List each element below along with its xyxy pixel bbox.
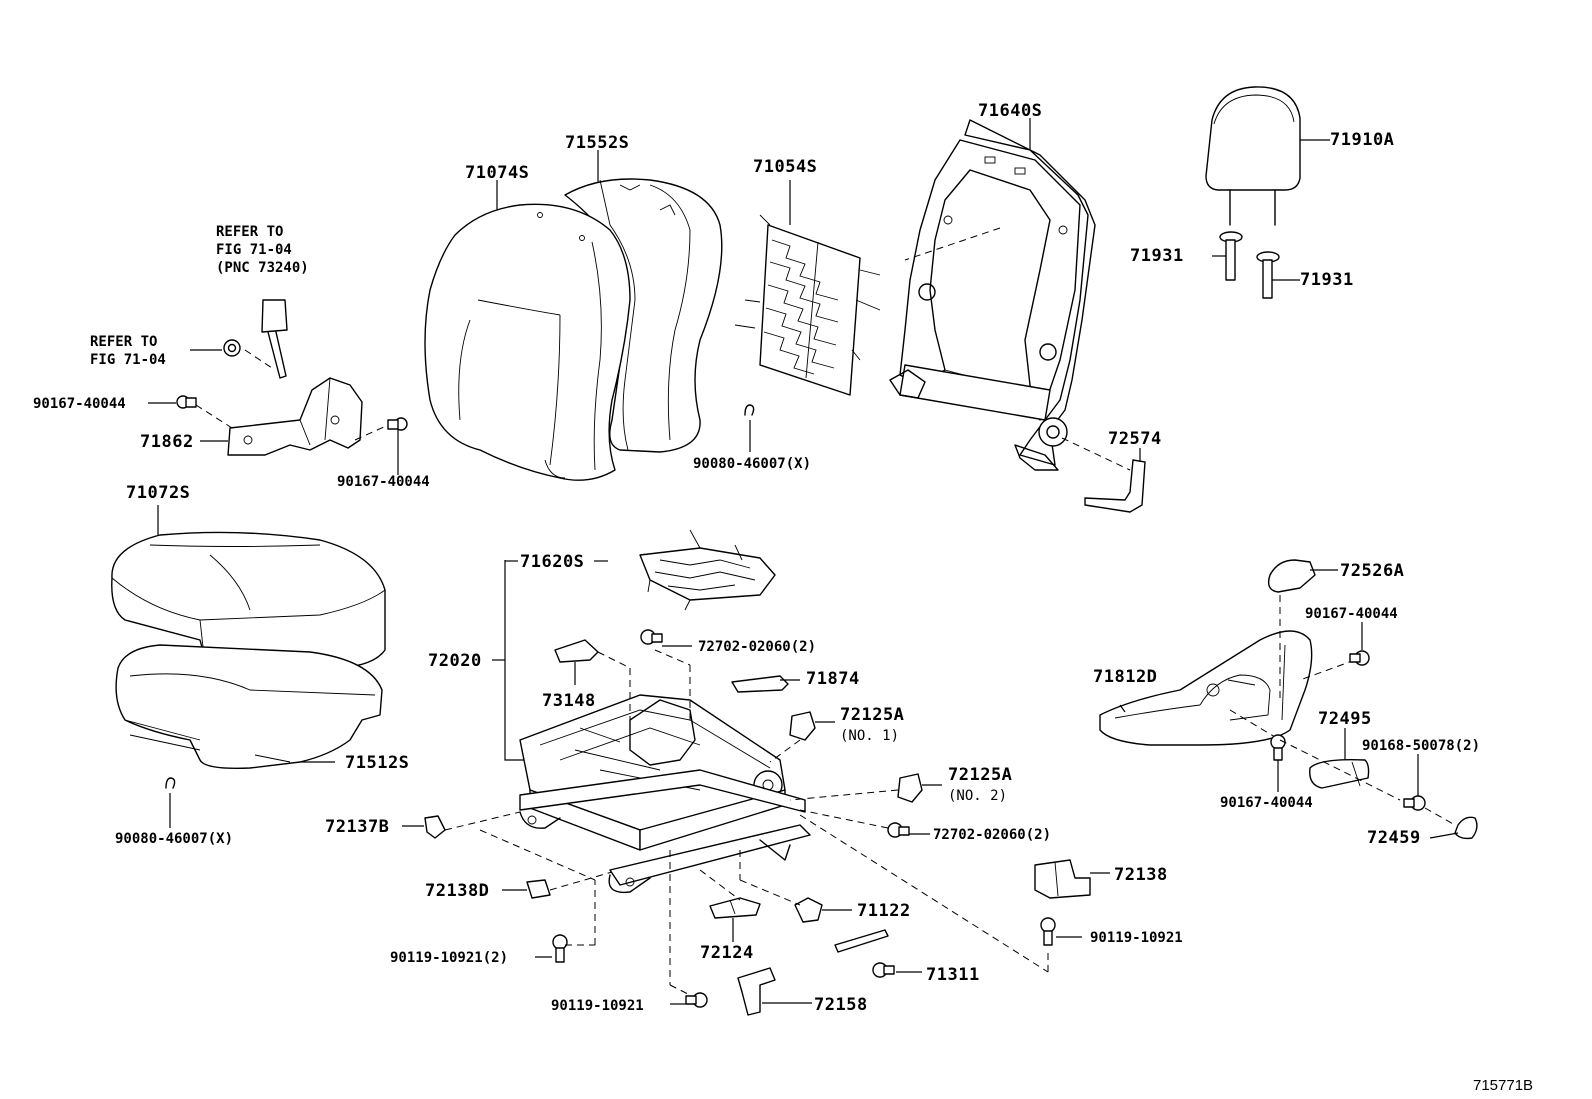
label-71862: 71862: [140, 432, 194, 452]
figure-id: 715771B: [1473, 1077, 1533, 1094]
knob-72526a: [1267, 559, 1338, 700]
label-72702-02060-b: 72702-02060(2): [933, 827, 1051, 843]
label-71074s: 71074S: [465, 163, 529, 183]
screw-72702-02060-lower: [799, 809, 930, 838]
label-90167-40044-b: 90167-40044: [337, 474, 430, 490]
label-73148: 73148: [542, 691, 596, 711]
label-72124: 72124: [700, 943, 754, 963]
label-90080-46007-a: 90080-46007(X): [693, 456, 811, 472]
cover-72137b: [402, 811, 521, 839]
label-71512s: 71512S: [345, 753, 409, 773]
label-90167-40044-d: 90167-40044: [1220, 795, 1313, 811]
label-90167-40044-c: 90167-40044: [1305, 606, 1398, 622]
label-72137b: 72137B: [325, 817, 389, 837]
buckle-assembly: [190, 299, 288, 379]
label-71910a: 71910A: [1330, 130, 1394, 150]
cover-72124: [699, 869, 761, 942]
bracket-72574: [1061, 437, 1146, 513]
side-shield-71812d: [1099, 630, 1356, 746]
label-refer-to-1: REFER TO: [216, 224, 283, 240]
rod-71311: [834, 929, 922, 978]
label-90119-10921-b: 90119-10921(2): [390, 950, 508, 966]
label-72158: 72158: [814, 995, 868, 1015]
seatback-frame-71640s: [889, 118, 1096, 471]
label-90168-50078: 90168-50078(2): [1362, 738, 1480, 754]
label-90119-10921-c: 90119-10921: [551, 998, 644, 1014]
bolt-90167-40044-upper-right: [1349, 622, 1370, 666]
guide-71931-right: [1256, 251, 1300, 299]
cap-72459: [1429, 816, 1478, 840]
label-71311: 71311: [926, 965, 980, 985]
cover-71874: [731, 675, 800, 693]
label-71072s: 71072S: [126, 483, 190, 503]
cushion-spring-71620s: [639, 529, 776, 611]
label-90167-40044-a: 90167-40044: [33, 396, 126, 412]
label-72574: 72574: [1108, 429, 1162, 449]
label-refer-fig-1: FIG 71-04: [216, 242, 292, 258]
label-72138d: 72138D: [425, 881, 489, 901]
seat-frame-72020: [492, 560, 811, 894]
spring-mat-71054s: [734, 180, 881, 396]
label-71874: 71874: [806, 669, 860, 689]
cover-72158: [737, 967, 812, 1016]
headrest-71910a: [1205, 86, 1330, 226]
seat-cushion-cover-71072s: [111, 505, 386, 669]
label-refer-fig-2: FIG 71-04: [90, 352, 166, 368]
label-71812d: 71812D: [1093, 667, 1157, 687]
label-refer-to-2: REFER TO: [90, 334, 157, 350]
lever-72495: [1279, 728, 1401, 801]
label-71640s: 71640S: [978, 101, 1042, 121]
label-72459: 72459: [1367, 828, 1421, 848]
bolt-90167-40044-lower-right: [1270, 734, 1286, 792]
label-71054s: 71054S: [753, 157, 817, 177]
seat-cushion-pad-71512s: [115, 644, 383, 770]
hog-ring-lower: [165, 777, 176, 828]
screw-90168-50078: [1403, 754, 1456, 826]
bolt-90167-40044-right: [354, 417, 408, 475]
label-72702-02060-a: 72702-02060(2): [698, 639, 816, 655]
seatback-cover-71074s: [424, 180, 631, 481]
label-72526a: 72526A: [1340, 561, 1404, 581]
label-72138: 72138: [1114, 865, 1168, 885]
clip-72125a-no2: [789, 773, 942, 803]
label-90119-10921-a: 90119-10921: [1090, 930, 1183, 946]
bolt-90119-10921-left: [479, 829, 596, 963]
cover-72138d: [502, 871, 613, 899]
part-labels: 71640S 71910A 71552S 71074S 71054S 71931…: [33, 101, 1533, 1094]
label-90080-46007-b: 90080-46007(X): [115, 831, 233, 847]
label-71620s: 71620S: [520, 552, 584, 572]
label-71552s: 71552S: [565, 133, 629, 153]
cover-71122: [739, 850, 852, 923]
label-72495: 72495: [1318, 709, 1372, 729]
hog-ring-upper: [744, 404, 755, 452]
label-72020: 72020: [428, 651, 482, 671]
bolt-90119-10921-bottom: [669, 850, 708, 1008]
label-72125a-no1-note: (NO. 1): [840, 728, 899, 744]
label-71931-right: 71931: [1300, 270, 1354, 290]
clip-72125a-no1: [769, 711, 835, 763]
screw-72702-02060-upper: [640, 629, 692, 720]
label-72125a-no2-note: (NO. 2): [948, 788, 1007, 804]
bolt-90167-40044-left: [148, 395, 233, 429]
label-72125a-no2: 72125A: [948, 765, 1012, 785]
label-71122: 71122: [857, 901, 911, 921]
bolt-90119-10921-right: [1040, 917, 1082, 946]
label-72125a-no1: 72125A: [840, 705, 904, 725]
label-refer-pnc-1: (PNC 73240): [216, 260, 309, 276]
guide-71931-left: [1212, 231, 1243, 281]
anchor-bracket-71862: [200, 377, 363, 456]
cover-72138: [799, 814, 1110, 973]
cover-73148: [554, 639, 631, 740]
label-71931-left: 71931: [1130, 246, 1184, 266]
